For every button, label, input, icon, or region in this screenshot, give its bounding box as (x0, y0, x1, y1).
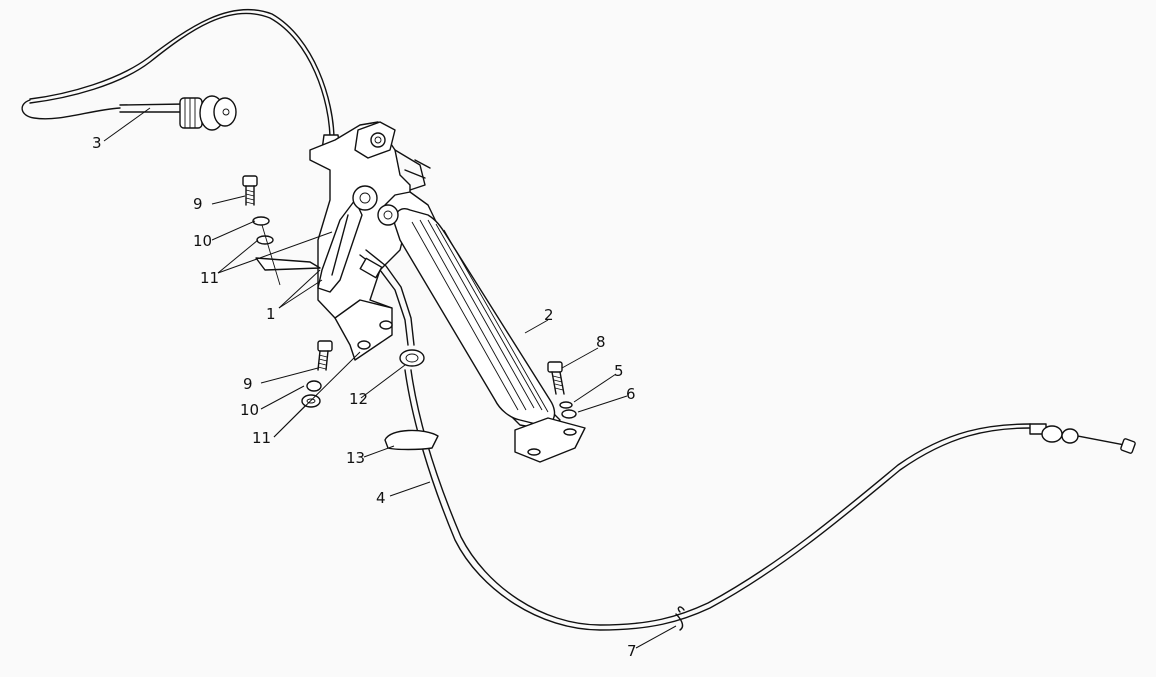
pedal-bracket (255, 121, 431, 361)
callout-1: 1 (266, 305, 276, 323)
callout-3: 3 (92, 134, 102, 152)
callout-12: 12 (349, 390, 368, 408)
callout-11-upper: 11 (200, 269, 219, 287)
washer-upper-1 (252, 216, 270, 226)
firewall-grommet (399, 349, 425, 367)
hand-throttle-cable (21, 9, 341, 151)
callout-9-lower: 9 (243, 375, 253, 393)
pedal-pad (377, 191, 586, 463)
bolt-right (547, 361, 577, 419)
callout-2: 2 (544, 306, 554, 324)
leader-lines (103, 107, 677, 649)
callout-5: 5 (614, 362, 624, 380)
callout-labels: 3 1 2 9 10 11 9 10 11 12 13 4 8 5 6 7 (92, 134, 637, 660)
bolt-lower-left (301, 340, 333, 408)
washer-lower-1 (306, 380, 322, 392)
callout-10-upper: 10 (193, 232, 212, 250)
callout-4: 4 (376, 489, 386, 507)
washer-right-1 (559, 401, 573, 409)
callout-13: 13 (346, 449, 365, 467)
callout-8: 8 (596, 333, 606, 351)
callout-7: 7 (627, 642, 637, 660)
callout-11-lower: 11 (252, 429, 271, 447)
bolt-upper-left (242, 175, 281, 286)
callout-9-upper: 9 (193, 195, 203, 213)
cable-clip (675, 606, 685, 631)
cable-seal-boot (384, 429, 439, 451)
callout-10-lower: 10 (240, 401, 259, 419)
pad-grip-ribs (411, 219, 549, 413)
washer-upper-2 (256, 235, 274, 245)
throttle-cable (384, 349, 1136, 631)
pivot-bolt (352, 185, 378, 211)
callout-6: 6 (626, 385, 636, 403)
knob-ribs (184, 98, 196, 128)
washer-right-2 (561, 409, 577, 419)
